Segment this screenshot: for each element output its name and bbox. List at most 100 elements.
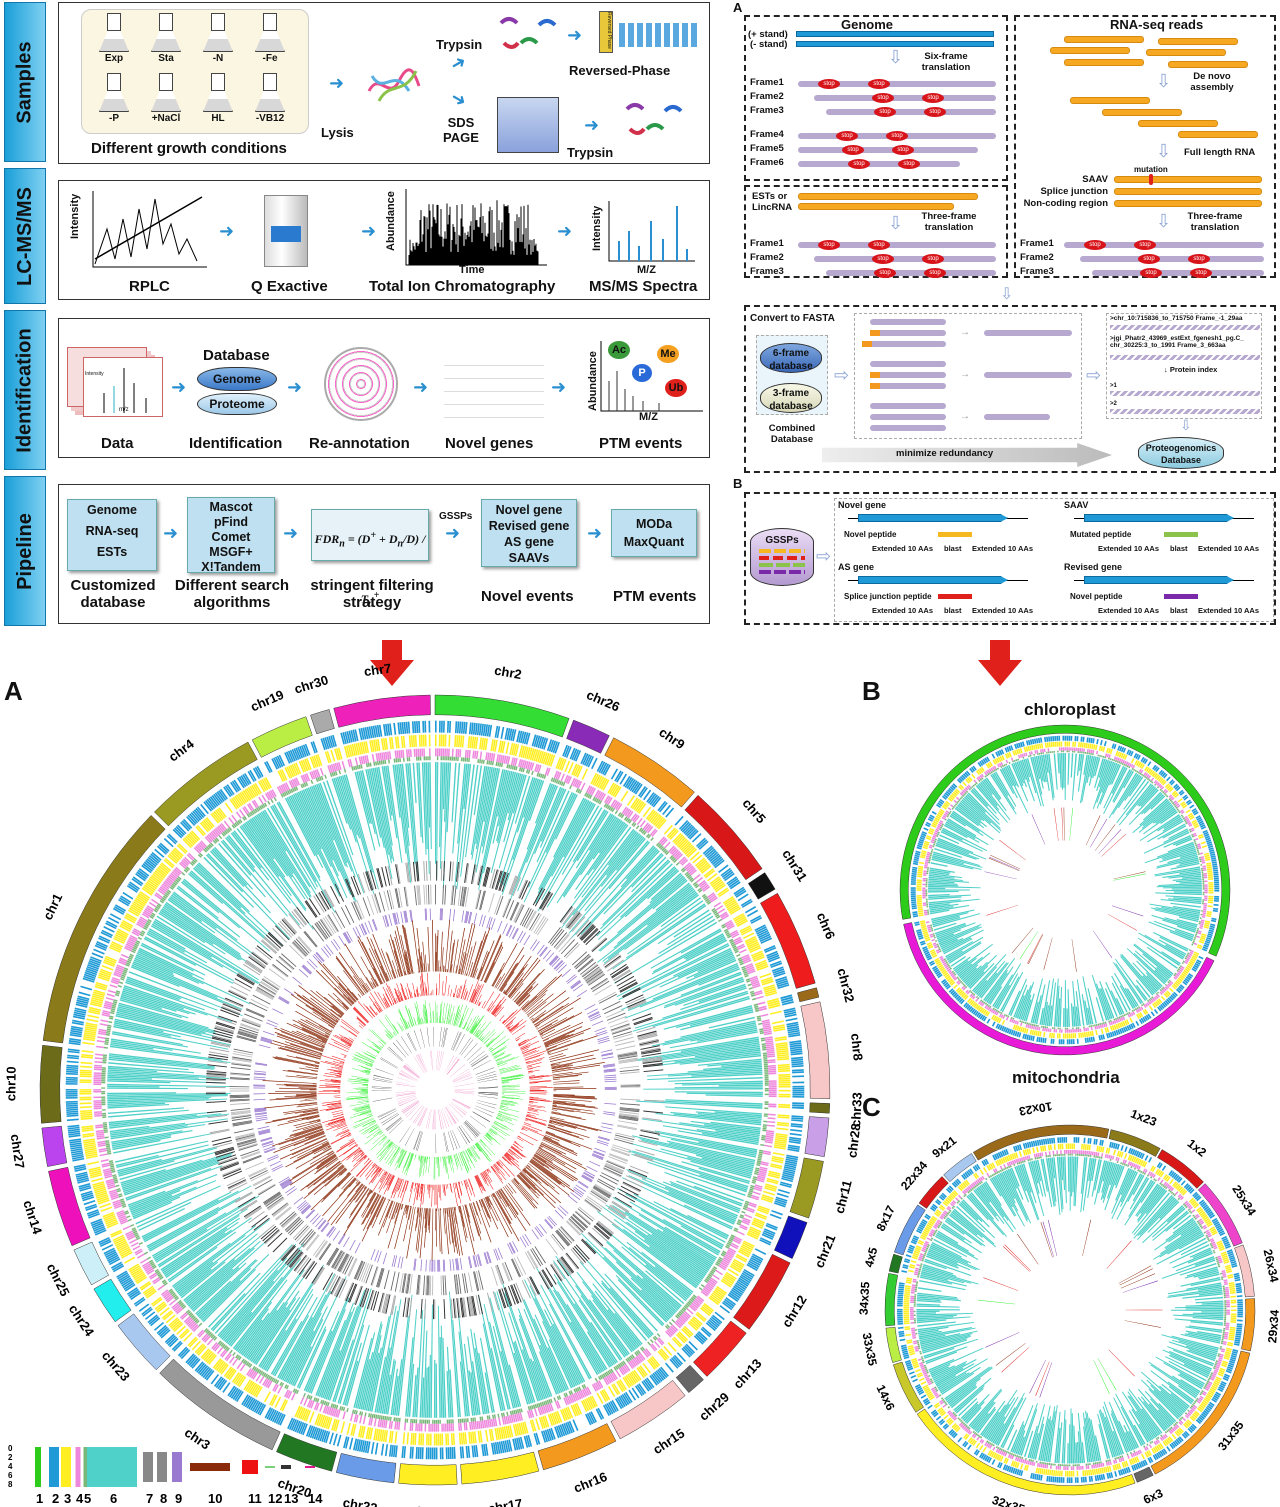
track-mark [594,1377,598,1383]
track-mark [444,734,447,747]
track-mark [592,773,599,786]
purple-tick [604,1080,617,1083]
track-mark [741,955,750,961]
expression-bar [650,928,721,969]
track-mark [450,1419,452,1424]
green-bar [482,1029,496,1043]
track-mark [506,728,511,741]
brown-bar [517,983,539,1006]
green-bar [395,1150,406,1171]
purple-tick [604,1076,617,1079]
track-mark [183,1332,193,1342]
flask-label: -P [109,113,119,124]
brown-bar [387,1198,389,1201]
brown-bar [503,955,532,994]
gray-tick [306,1234,320,1251]
magenta-tick [426,1109,431,1129]
track-mark [490,739,494,752]
track-mark [758,1151,763,1154]
gray-tick [585,969,602,982]
gray-tick [620,1185,639,1196]
purple-tick [604,1078,617,1081]
track-mark [598,761,606,773]
track-mark [514,758,518,767]
gray-tick [586,972,604,985]
purple-tick [293,1196,304,1205]
green-bar [493,1055,497,1058]
gray-tick [444,884,447,905]
purple-tick [440,908,442,921]
expression-bar [534,782,552,824]
red-bar [493,998,507,1016]
expression-bar [603,892,698,964]
gray-tick [620,1085,641,1087]
track-mark [492,753,496,762]
magenta-tick [438,1109,442,1129]
black-tick [453,1032,462,1051]
track-mark [519,759,524,768]
track-mark [592,796,596,801]
green-bar [480,1139,483,1143]
brown-bar [539,1033,544,1036]
expression-bar [436,762,439,879]
track-mark [717,887,729,896]
brown-bar [521,995,538,1010]
track-mark [649,794,658,805]
track-mark [747,941,759,948]
track-mark [720,913,729,919]
track-mark [747,943,760,950]
track-mark [741,900,753,908]
track-mark [776,1192,789,1198]
expression-bar [597,867,677,940]
track-mark [620,814,625,819]
track-mark [435,1423,438,1432]
green-bar [498,1110,519,1118]
purple-tick [467,911,472,924]
gray-tick [449,861,452,882]
brown-bar [551,1109,558,1111]
track-mark [446,720,450,733]
purple-tick [490,918,496,930]
growth-conditions-label: Different growth conditions [91,140,287,157]
blast-label: blast [1170,544,1188,553]
green-bar [428,1156,430,1174]
brown-bar [439,966,441,972]
brown-bar [516,992,529,1005]
green-bar [474,1021,486,1037]
green-bar [471,1016,484,1034]
track-mark [607,797,613,805]
brown-bar [513,972,540,1002]
arrow-icon: ➜ [587,523,603,543]
brown-bar [549,1054,566,1060]
red-bar [478,1001,482,1007]
brown-bar [406,1206,416,1259]
green-bar [382,1136,387,1141]
gray-tick [627,998,646,1008]
track-mark [554,741,560,754]
gray-tick [566,911,580,928]
purple-tick [459,1257,463,1270]
brown-bar [335,1184,365,1224]
database-sources: Genome RNA-seq ESTs [67,499,157,571]
brown-bar [518,994,531,1007]
red-bar [529,1086,547,1088]
track-mark [475,736,479,749]
brown-bar [548,1048,569,1056]
expression-bar [497,770,510,817]
purple-tick [512,928,519,940]
blast-label: blast [1170,606,1188,615]
gray-tick [496,870,503,891]
brown-bar [552,1064,601,1073]
chromosome-label: chr6 [814,910,838,941]
track-mark [418,1423,421,1432]
gray-tick [432,1275,434,1296]
gray-tick [513,903,523,923]
expression-bar [475,766,492,850]
green-bar [448,1019,450,1025]
track-mark [435,720,437,733]
purple-tick [529,939,538,950]
track-mark [678,820,689,830]
green-bar [501,1074,524,1080]
